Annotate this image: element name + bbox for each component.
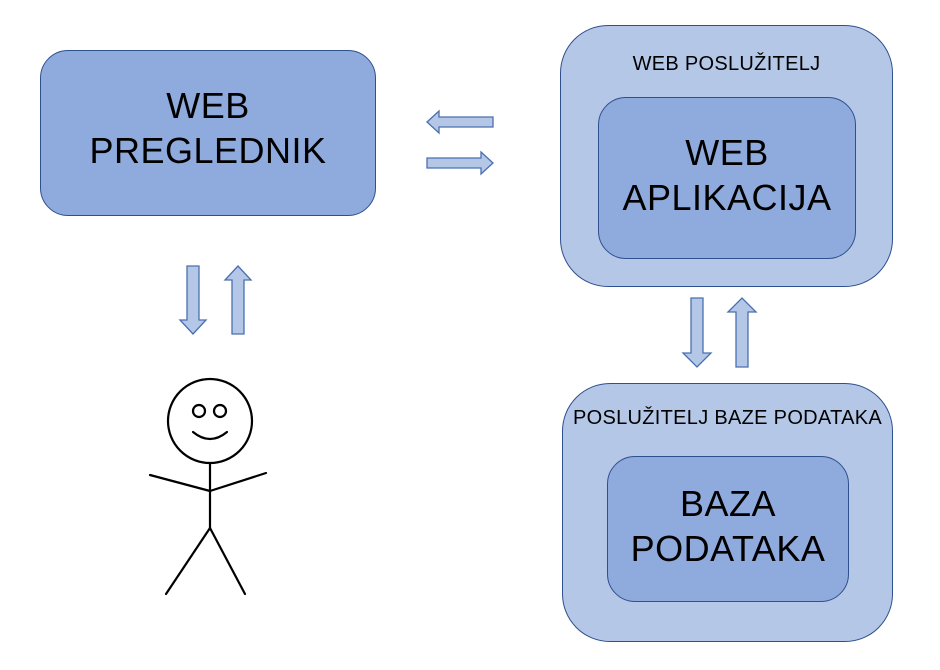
web-application-label-line1: WEB [685,132,769,173]
web-server-label: WEB POSLUŽITELJ [632,53,821,75]
head-icon [166,377,254,465]
web-application-label: WEB APLIKACIJA [599,130,855,220]
web-browser-box: WEB PREGLEDNIK [40,50,376,216]
database-server-label: POSLUŽITELJ BAZE PODATAKA [572,407,883,429]
right-leg-line [208,526,247,596]
arrow-right-icon [426,150,494,176]
left-arm-line [148,473,212,493]
database-label-line2: PODATAKA [630,528,826,569]
arrow-down-icon [178,265,208,335]
arrow-left-icon [426,109,494,135]
right-arm-line [208,471,268,493]
smile-icon [191,430,229,441]
web-application-box: WEB APLIKACIJA [598,97,856,259]
database-label-line1: BAZA [679,483,777,524]
arrow-down-icon [681,297,713,368]
arrow-up-icon [223,265,253,335]
left-eye-icon [191,403,207,419]
right-eye-icon [212,403,228,419]
database-label: BAZA PODATAKA [608,481,848,571]
database-box: BAZA PODATAKA [607,456,849,602]
arrow-up-icon [726,297,758,368]
web-browser-label-line1: WEB [166,85,250,126]
left-leg-line [164,526,212,596]
web-browser-label: WEB PREGLEDNIK [41,83,375,173]
web-browser-label-line2: PREGLEDNIK [89,130,327,171]
web-application-label-line2: APLIKACIJA [622,177,832,218]
